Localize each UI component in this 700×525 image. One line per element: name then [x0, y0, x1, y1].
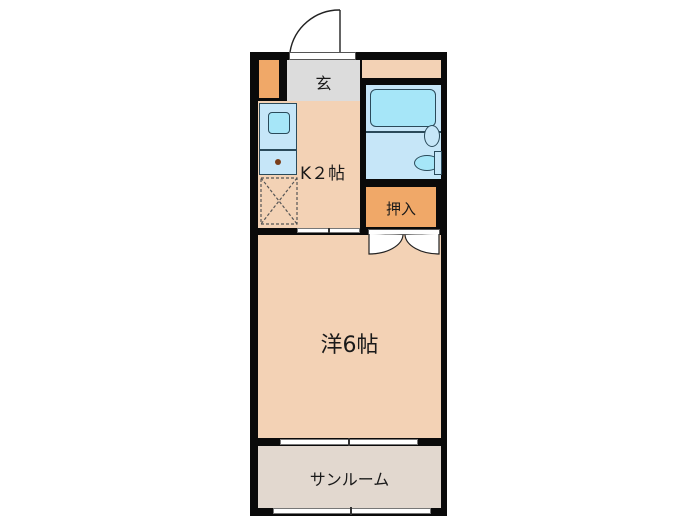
sunroom-label: サンルーム — [309, 470, 390, 489]
toilet-tank — [434, 151, 442, 175]
kitchen-label: K２帖 — [300, 164, 346, 184]
room-bathroom — [366, 85, 442, 179]
strip-top — [362, 60, 441, 78]
western-room-label: 洋6帖 — [320, 333, 379, 358]
washbasin-icon — [424, 125, 440, 147]
room-entrance: 玄 — [287, 60, 360, 102]
closet-door-frame — [368, 229, 440, 235]
sink-basin-icon — [268, 112, 290, 134]
kitchen-sink — [259, 103, 297, 175]
stove-burner-icon — [275, 159, 281, 165]
entrance-label: 玄 — [315, 74, 332, 93]
bathtub-icon — [370, 89, 436, 127]
fridge-space-icon — [260, 177, 298, 225]
room-sunroom: サンルーム — [258, 446, 441, 508]
entrance-door-icon — [289, 9, 341, 53]
entrance-threshold — [289, 52, 356, 60]
closet-label: 押入 — [385, 200, 416, 218]
room-kitchen: K２帖 — [258, 101, 360, 228]
sunroom-window — [273, 508, 431, 514]
storage-left — [259, 60, 279, 98]
closet-door-overlay — [368, 234, 440, 255]
room-closet: 押入 — [366, 187, 436, 227]
room-western: 洋6帖 — [258, 235, 441, 438]
